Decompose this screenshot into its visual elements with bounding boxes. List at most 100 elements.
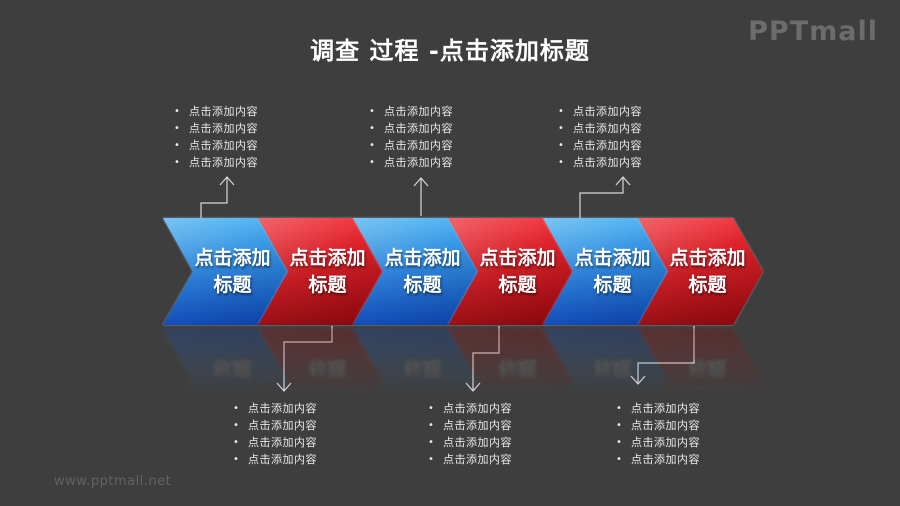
bullet-text: 点击添加内容 [631,453,700,466]
chevron-shape-red: 点击添加标题 [638,218,763,325]
bullet-text: 点击添加内容 [631,402,700,415]
bullet-text: 点击添加内容 [573,156,642,169]
chevron-label-line2-reflection: 标题 [403,357,442,380]
bullet-item[interactable]: • 点击添加内容 [428,417,512,434]
chevron-step-6[interactable]: 点击添加标题 [638,218,763,325]
bullet-item[interactable]: •点击添加内容 [616,417,700,434]
bullet-dot-icon: • [174,140,180,151]
chevron-label-line2-reflection: 标题 [213,357,252,380]
bullet-dot-icon: • [174,106,180,117]
bullet-dot-icon: • [369,140,375,151]
bullet-text: 点击添加内容 [443,402,512,415]
bullet-text: 点击添加内容 [443,419,512,432]
chevron-step-1[interactable]: 点击添加标题 [163,218,288,325]
bullet-text: 点击添加内容 [384,156,453,169]
bullet-text: 点击添加内容 [248,402,317,415]
bullet-item[interactable]: • 点击添加内容 [558,120,642,137]
bullet-item[interactable]: •点击添加内容 [558,137,642,154]
bullet-text: 点击添加内容 [573,105,642,118]
connector-up-1 [200,178,228,218]
bullet-dot-icon: • [558,157,564,168]
bullet-item[interactable]: •点击添加内容 [369,120,453,137]
bullet-item[interactable]: •点击添加内容 [428,434,512,451]
bullet-dot-icon: • [369,106,375,117]
bullet-dot-icon: • [558,106,564,117]
bullet-dot-icon: • [233,437,239,448]
arrowhead-up-3 [615,176,631,186]
bullet-item[interactable]: •点击添加内容 [369,103,453,120]
bullet-item[interactable]: • 点击添加内容 [369,154,453,171]
bullet-dot-icon: • [616,437,622,448]
bullet-text: 点击添加内容 [443,453,512,466]
bullet-item[interactable]: •点击添加内容 [233,451,317,468]
bullet-dot-icon: • [558,123,564,134]
bullet-dot-icon: • [233,403,239,414]
bullet-text: 点击添加内容 [573,122,642,135]
connector-up-3 [579,178,624,218]
bullet-dot-icon: • [616,454,622,465]
arrowhead-up-1 [219,176,235,186]
chevron-label-line1: 点击添加 [194,246,271,269]
bullet-dot-icon: • [233,420,239,431]
bullet-text: 点击添加内容 [631,436,700,449]
chevron-label-line2-reflection: 标题 [593,357,632,380]
bullet-text: 点击添加内容 [248,419,317,432]
connector-down-2 [472,326,500,390]
chevron-label-line1: 点击添加 [384,246,461,269]
chevron-step-4[interactable]: 点击添加标题 [448,218,573,325]
bullet-item[interactable]: • 点击添加内容 [174,154,258,171]
bullet-list-top-2[interactable]: •点击添加内容•点击添加内容•点击添加内容•点击添加内容 [369,103,453,171]
bullet-dot-icon: • [174,157,180,168]
chevron-step-3[interactable]: 点击添加标题 [353,218,478,325]
chevron-label-line2-reflection: 标题 [308,357,347,380]
bullet-dot-icon: • [428,420,434,431]
chevron-label-line1: 点击添加 [574,246,651,269]
bullet-dot-icon: • [616,420,622,431]
bullet-item[interactable]: • 点击添加内容 [233,417,317,434]
bullet-item[interactable]: • 点击添加内容 [558,154,642,171]
bullet-item[interactable]: • 点击添加内容 [369,137,453,154]
site-watermark: www.pptmall.net [54,474,172,489]
bullet-dot-icon: • [616,403,622,414]
bullet-list-bottom-1[interactable]: •点击添加内容•点击添加内容•点击添加内容•点击添加内容 [233,400,317,468]
bullet-text: 点击添加内容 [248,453,317,466]
bullet-item[interactable]: • 点击添加内容 [558,103,642,120]
chevron-label-line1: 点击添加 [669,246,746,269]
chevron-label-line2: 标题 [593,273,632,296]
bullet-item[interactable]: • 点击添加内容 [233,434,317,451]
bullet-text: 点击添加内容 [189,105,258,118]
bullet-list-bottom-2[interactable]: •点击添加内容•点击添加内容•点击添加内容•点击添加内容 [428,400,512,468]
chevron-label-line2: 标题 [498,273,537,296]
bullet-text: 点击添加内容 [248,436,317,449]
bullet-dot-icon: • [174,123,180,134]
bullet-item[interactable]: • 点击添加内容 [174,103,258,120]
arrowhead-down-1 [276,382,292,392]
bullet-dot-icon: • [428,437,434,448]
bullet-item[interactable]: • 点击添加内容 [428,451,512,468]
chevron-step-5[interactable]: 点击添加标题 [543,218,668,325]
bullet-dot-icon: • [369,123,375,134]
bullet-item[interactable]: •点击添加内容 [174,137,258,154]
bullet-text: 点击添加内容 [189,156,258,169]
bullet-item[interactable]: •点击添加内容 [174,120,258,137]
bullet-dot-icon: • [369,157,375,168]
chevron-label-line2: 标题 [403,273,442,296]
bullet-dot-icon: • [428,403,434,414]
bullet-dot-icon: • [428,454,434,465]
bullet-item[interactable]: • 点击添加内容 [616,400,700,417]
bullet-item[interactable]: • 点击添加内容 [616,451,700,468]
bullet-list-top-1[interactable]: •点击添加内容•点击添加内容•点击添加内容•点击添加内容 [174,103,258,171]
slide-title-placeholder[interactable]: 调查 过程 -点击添加标题 [310,37,590,65]
bullet-item[interactable]: • 点击添加内容 [233,400,317,417]
pptmall-logo: PPTmall [748,16,878,47]
chevron-label-line2-reflection: 标题 [498,357,537,380]
chevron-label-line2: 标题 [213,273,252,296]
bullet-list-top-3[interactable]: •点击添加内容•点击添加内容•点击添加内容•点击添加内容 [558,103,642,171]
bullet-list-bottom-3[interactable]: •点击添加内容•点击添加内容•点击添加内容•点击添加内容 [616,400,700,468]
connector-down-3 [637,326,695,383]
bullet-item[interactable]: • 点击添加内容 [428,400,512,417]
bullet-text: 点击添加内容 [384,139,453,152]
chevron-label-line1: 点击添加 [289,246,366,269]
bullet-item[interactable]: • 点击添加内容 [616,434,700,451]
chevron-step-2[interactable]: 点击添加标题 [258,218,383,325]
